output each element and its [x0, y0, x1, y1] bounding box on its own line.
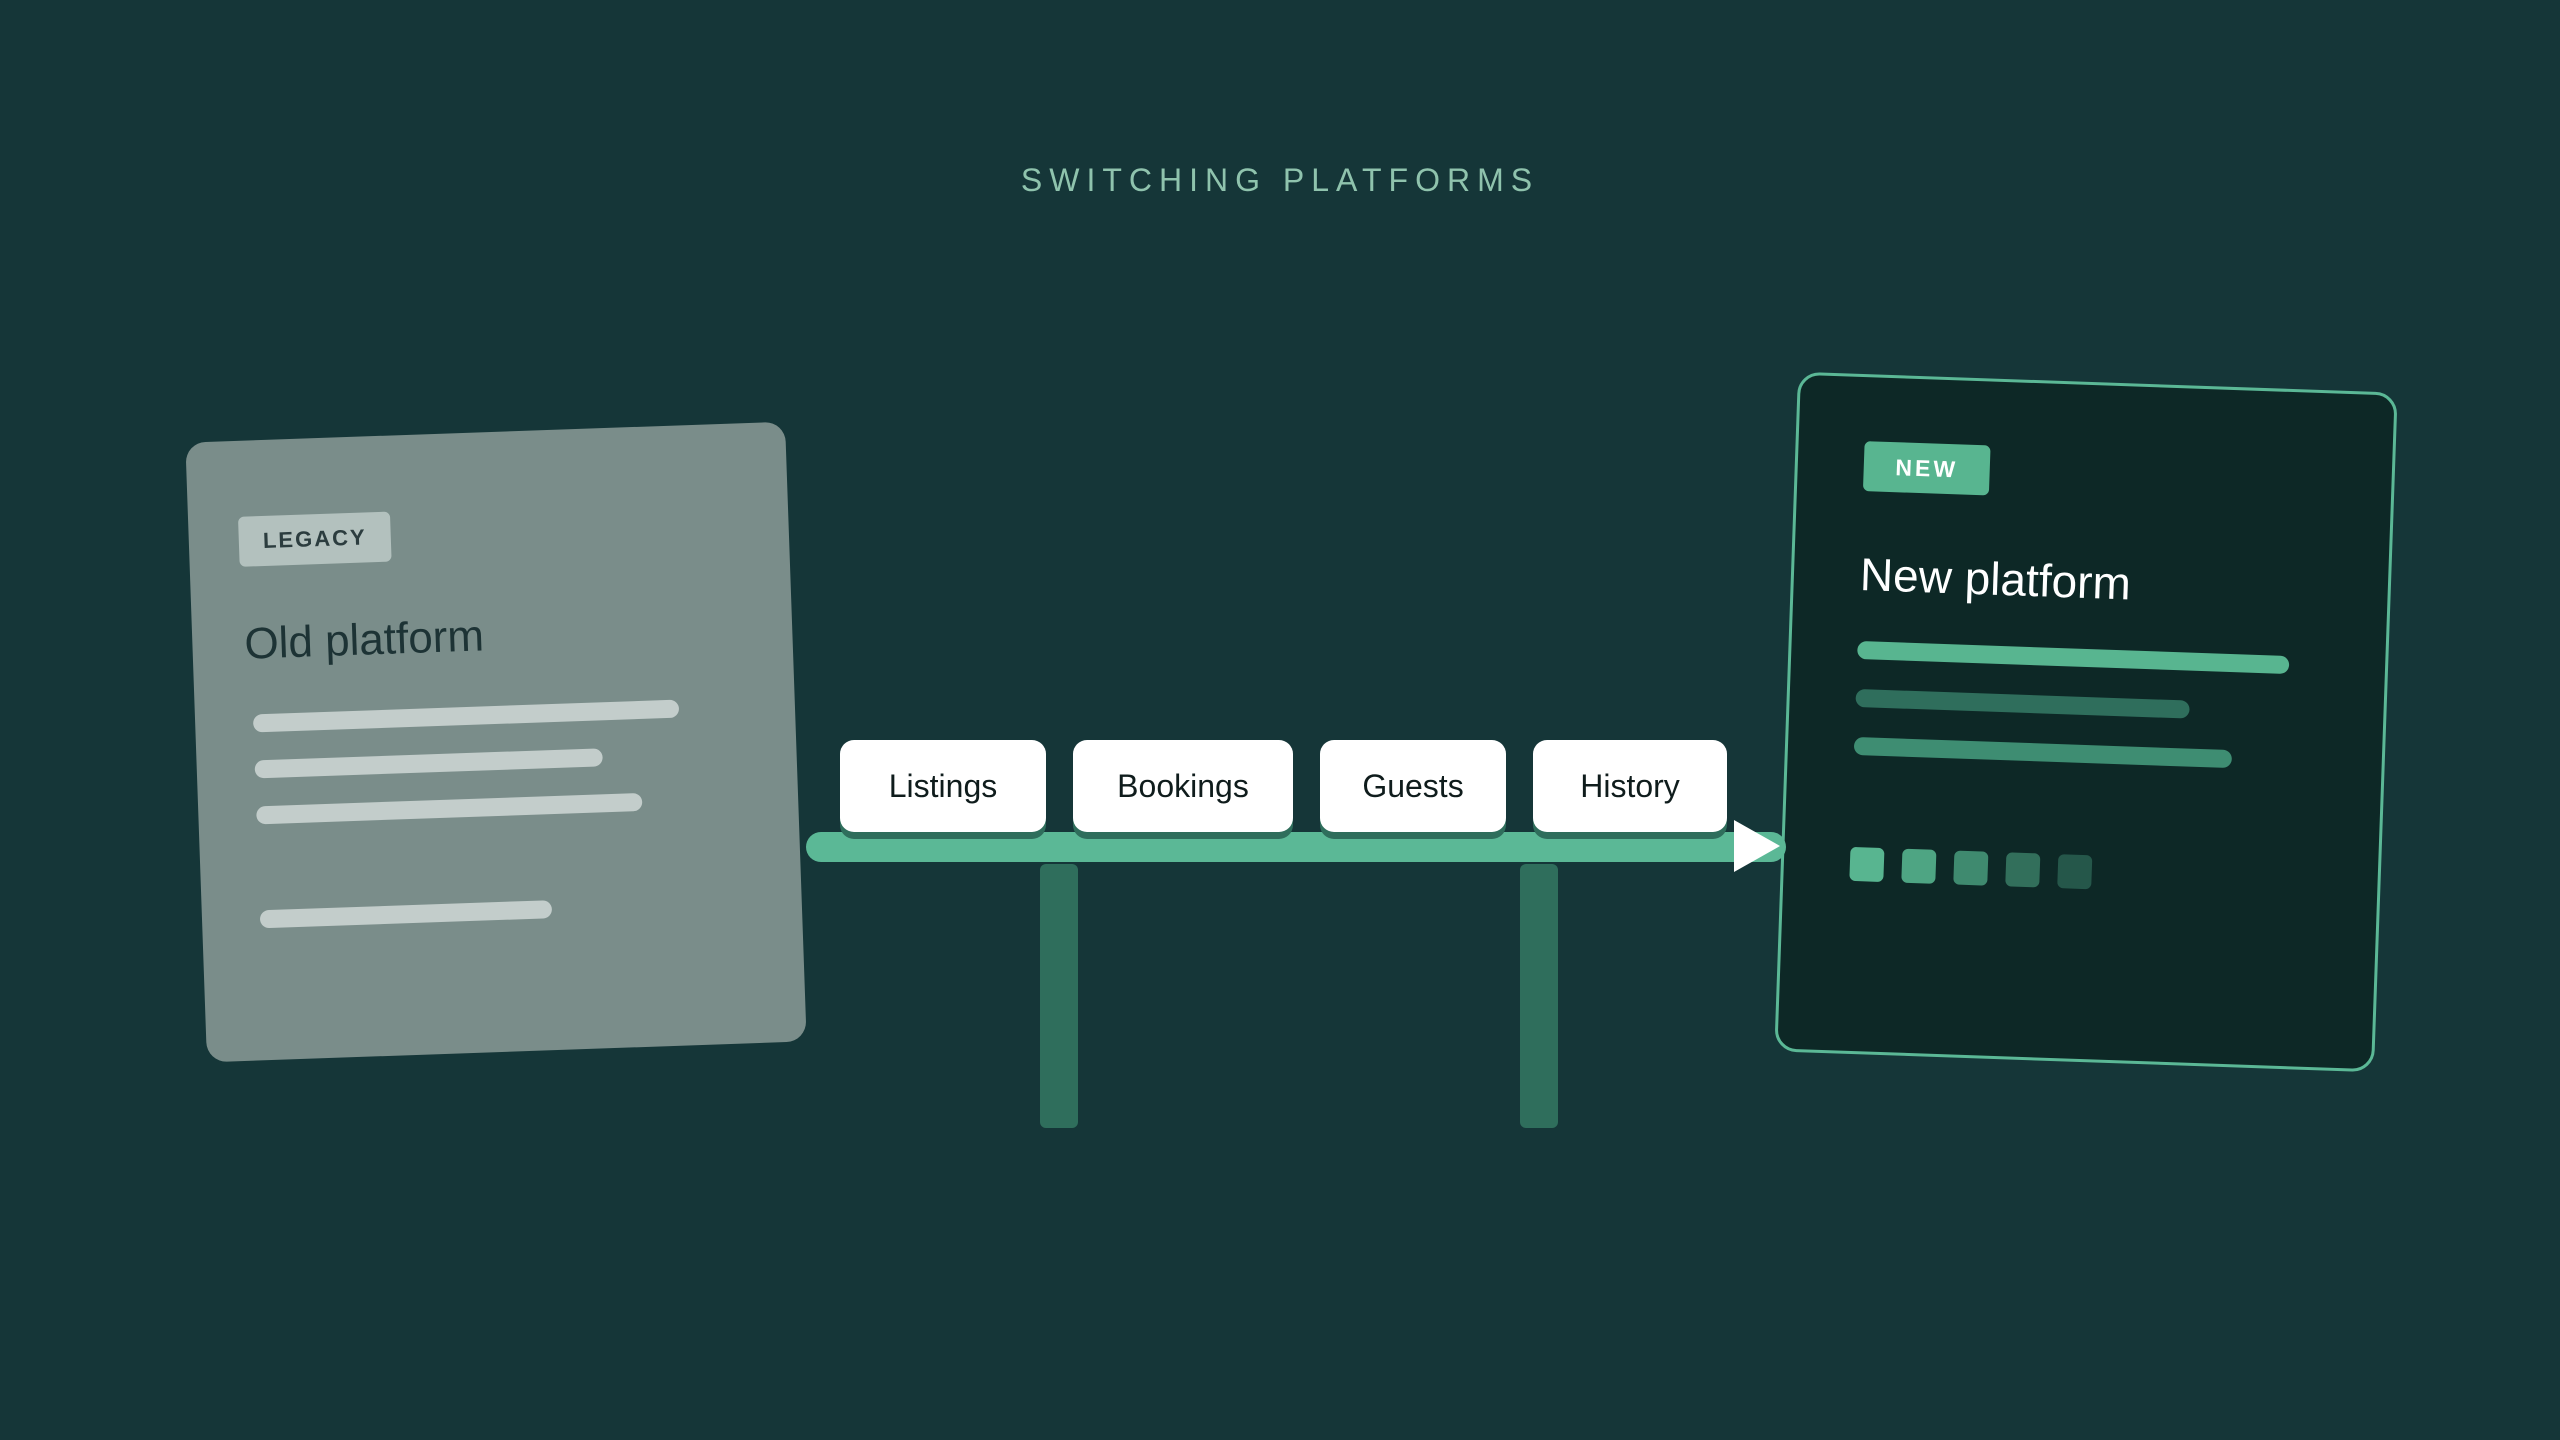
color-square	[1901, 848, 1937, 884]
placeholder-line	[1857, 640, 2290, 675]
color-square	[2005, 852, 2041, 888]
placeholder-line	[256, 792, 643, 825]
old-platform-card: LEGACY Old platform	[185, 421, 807, 1063]
bridge-pillar-right	[1520, 864, 1558, 1128]
bridge-item-bookings: Bookings	[1073, 740, 1293, 832]
bridge-rail	[806, 832, 1786, 862]
legacy-badge: LEGACY	[237, 511, 392, 567]
placeholder-line	[252, 699, 680, 733]
new-platform-title: New platform	[1859, 548, 2132, 610]
placeholder-line	[1855, 688, 2190, 719]
diagram-title: SWITCHING PLATFORMS	[1020, 162, 1540, 198]
bridge-pillar-left	[1040, 864, 1078, 1128]
color-square	[1953, 850, 1989, 886]
arrow-head-icon	[1734, 820, 1780, 872]
bridge-item-history: History	[1533, 740, 1727, 832]
old-platform-title: Old platform	[243, 611, 485, 669]
placeholder-line	[259, 900, 553, 929]
new-badge: NEW	[1862, 441, 1991, 496]
placeholder-line	[1853, 736, 2233, 769]
color-square	[1849, 846, 1885, 883]
color-square	[2057, 854, 2093, 890]
bridge-item-listings: Listings	[840, 740, 1046, 832]
bridge-item-guests: Guests	[1320, 740, 1506, 832]
placeholder-line	[254, 748, 603, 779]
new-platform-card: NEW New platform	[1774, 371, 2398, 1073]
